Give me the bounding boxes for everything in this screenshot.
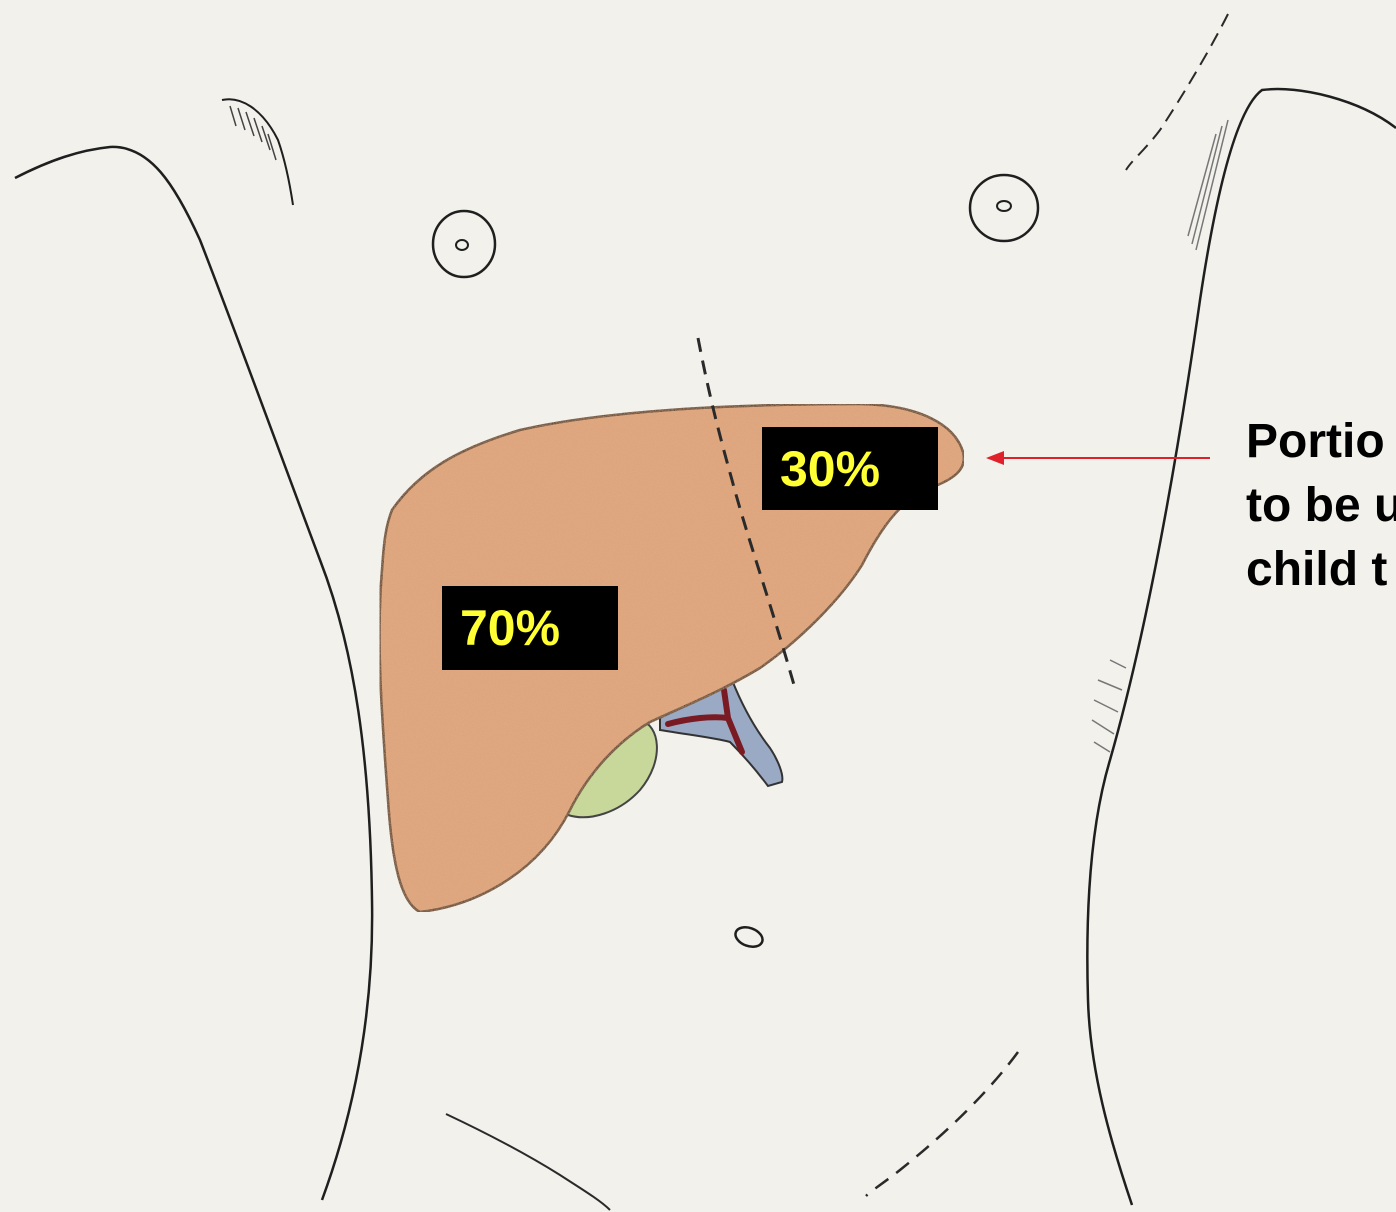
right-portion-percent-label: 30% xyxy=(762,427,938,510)
callout-text: Portio to be u child t xyxy=(1246,410,1396,602)
torso-outline-left xyxy=(15,147,372,1200)
umbilicus xyxy=(733,924,765,950)
left-nipple-center xyxy=(456,240,468,250)
right-shoulder-hatching xyxy=(1092,120,1228,752)
callout-arrow-head xyxy=(986,451,1004,465)
right-nipple xyxy=(970,175,1038,241)
left-shoulder-hatching xyxy=(230,106,276,160)
callout-line-3: child t xyxy=(1246,538,1396,602)
lower-abdomen-right-line xyxy=(866,1052,1018,1196)
callout-line-1: Portio xyxy=(1246,410,1396,474)
callout-line-2: to be u xyxy=(1246,474,1396,538)
lower-abdomen-left-line xyxy=(446,1114,610,1210)
torso-outline-right xyxy=(1087,89,1396,1205)
left-nipple xyxy=(433,211,495,277)
right-portion-percent-text: 30% xyxy=(780,444,880,494)
right-nipple-center xyxy=(997,201,1011,211)
left-portion-percent-text: 70% xyxy=(460,603,560,653)
left-portion-percent-label: 70% xyxy=(442,586,618,670)
